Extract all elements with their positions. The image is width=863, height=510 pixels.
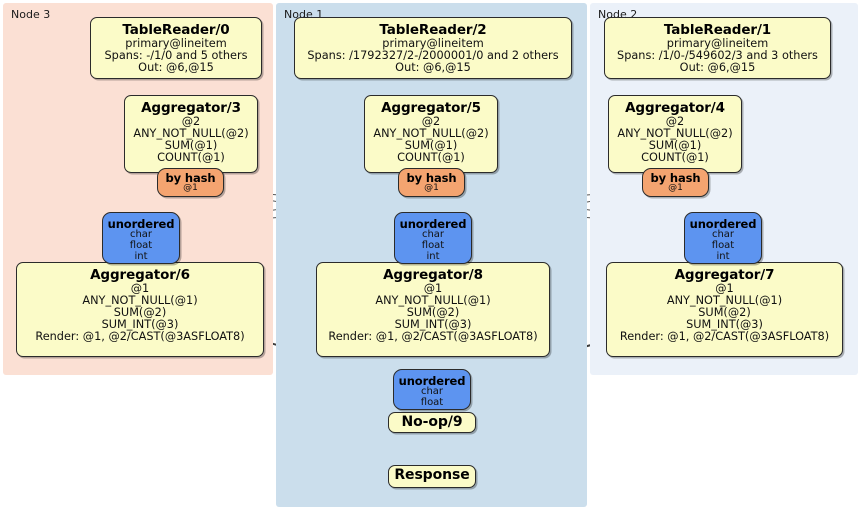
node-detail-line: int: [426, 251, 440, 262]
node-detail-line: Render: @1, @2/CAST(@3ASFLOAT8): [328, 330, 538, 344]
node-detail-line: @1: [715, 281, 734, 295]
node-detail-line: @1: [130, 281, 150, 295]
node-detail-line: float: [421, 240, 445, 252]
node-detail-line: primary@lineitem: [125, 36, 227, 50]
node-detail-line: SUM(@2): [113, 305, 167, 319]
node-detail-line: COUNT(@1): [157, 151, 225, 165]
node-title: TableReader/1: [663, 22, 772, 38]
node-detail-line: SUM(@1): [648, 138, 702, 152]
node-detail-line: int: [134, 251, 148, 262]
node-title: unordered: [398, 374, 466, 388]
node-detail-line: COUNT(@1): [641, 151, 709, 165]
node-detail-line: @1: [424, 183, 439, 194]
graph-node-byhash4[interactable]: by hash@1: [642, 168, 709, 197]
node-detail-line: SUM_INT(@3): [686, 318, 763, 332]
node-title: Response: [394, 467, 470, 483]
node-title: Aggregator/6: [90, 267, 190, 283]
graph-node-byhash3[interactable]: by hash@1: [157, 168, 224, 197]
node-detail-line: ANY_NOT_NULL(@2): [373, 126, 489, 140]
node-detail-line: ANY_NOT_NULL(@2): [617, 126, 733, 140]
node-detail-line: float: [711, 240, 735, 252]
node-detail-line: SUM(@1): [404, 138, 458, 152]
node-detail-line: primary@lineitem: [382, 36, 484, 50]
node-detail-line: @1: [423, 281, 443, 295]
node-title: Aggregator/8: [383, 267, 483, 283]
node-detail-line: Spans: -/1/0 and 5 others: [104, 48, 248, 62]
node-detail-line: Render: @1, @2/CAST(@3ASFLOAT8): [35, 330, 245, 344]
node-detail-line: SUM(@1): [164, 138, 218, 152]
node-detail-line: char: [421, 229, 445, 241]
node-detail-line: ANY_NOT_NULL(@1): [82, 293, 198, 307]
node-detail-line: Render: @1, @2/CAST(@3ASFLOAT8): [619, 330, 830, 344]
node-detail-line: ANY_NOT_NULL(@2): [133, 126, 249, 140]
node-detail-line: primary@lineitem: [666, 36, 769, 50]
node-detail-line: Out: @6,@15: [679, 60, 756, 74]
node-title: Aggregator/5: [381, 100, 481, 116]
node-title: TableReader/0: [122, 22, 230, 38]
node-detail-line: int: [716, 251, 730, 262]
node-detail-line: char: [420, 386, 444, 398]
graph-node-response[interactable]: Response: [388, 465, 476, 488]
node-detail-line: @1: [183, 183, 198, 194]
node-detail-line: float: [129, 240, 153, 252]
node-title: No-op/9: [401, 414, 463, 430]
node-title: by hash: [650, 171, 701, 185]
node-detail-line: Spans: /1792327/2-/2000001/0 and 2 other…: [307, 48, 559, 62]
node-title: TableReader/2: [379, 22, 487, 38]
node-detail-line: ANY_NOT_NULL(@1): [666, 293, 783, 307]
cluster-label-node3: Node 3: [11, 8, 51, 21]
node-title: Aggregator/7: [674, 267, 775, 283]
node-detail-line: SUM(@2): [406, 305, 460, 319]
node-title: unordered: [689, 217, 757, 231]
node-detail-line: @2: [181, 114, 201, 128]
node-title: by hash: [406, 171, 457, 185]
node-detail-line: @2: [665, 114, 685, 128]
node-title: Aggregator/4: [625, 100, 725, 116]
node-title: Aggregator/3: [141, 100, 241, 116]
node-detail-line: ANY_NOT_NULL(@1): [375, 293, 491, 307]
node-title: by hash: [165, 171, 216, 185]
node-detail-line: char: [711, 229, 735, 241]
node-detail-line: SUM_INT(@3): [101, 318, 179, 332]
node-detail-line: @2: [421, 114, 441, 128]
graph-node-noop9[interactable]: No-op/9: [388, 412, 476, 433]
node-detail-line: @1: [668, 183, 683, 194]
node-detail-line: COUNT(@1): [397, 151, 465, 165]
graph-node-byhash5[interactable]: by hash@1: [398, 168, 465, 197]
node-detail-line: Out: @6,@15: [395, 60, 471, 74]
node-detail-line: SUM_INT(@3): [394, 318, 472, 332]
node-detail-line: char: [129, 229, 153, 241]
node-detail-line: Spans: /1/0-/549602/3 and 3 others: [617, 48, 818, 62]
node-title: unordered: [107, 217, 175, 231]
node-detail-line: Out: @6,@15: [138, 60, 214, 74]
node-detail-line: SUM(@2): [698, 305, 751, 319]
node-detail-line: float: [420, 397, 444, 409]
